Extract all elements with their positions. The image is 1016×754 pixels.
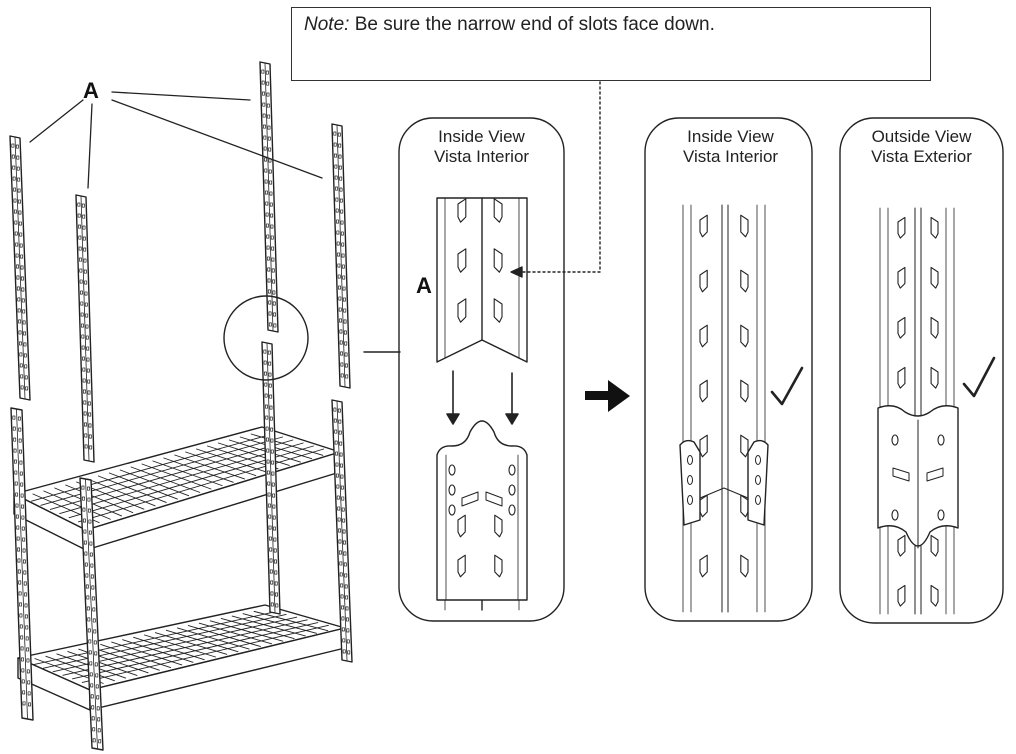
panel-2-title-en: Inside View	[687, 127, 774, 146]
note-prefix: Note:	[304, 14, 350, 35]
panel-2-title-es: Vista Interior	[682, 147, 779, 166]
note-text: Note: Be sure the narrow end of slots fa…	[304, 14, 715, 36]
panel-inside-view-1	[398, 117, 565, 622]
middle-shelf	[13, 426, 341, 551]
part-label-a-detail: A	[416, 273, 432, 298]
panel-2-title: Inside View Vista Interior	[647, 127, 814, 167]
panel-1-title: Inside View Vista Interior	[399, 127, 564, 167]
panel-inside-view-2	[644, 117, 813, 622]
panel-3-title-es: Vista Exterior	[871, 147, 972, 166]
panel-outside-view	[839, 117, 1004, 624]
panel-1-title-en: Inside View	[438, 127, 525, 146]
upright-posts	[9, 61, 353, 751]
label-leader-lines	[29, 91, 323, 189]
note-leader-arrowhead	[510, 266, 523, 278]
note-box: Note: Be sure the narrow end of slots fa…	[291, 7, 931, 81]
note-leader-dotted-line	[519, 81, 601, 273]
down-arrow-icon	[446, 370, 519, 425]
shelf-unit	[9, 61, 401, 751]
right-arrow-icon	[585, 380, 630, 412]
detail-callout-circle	[223, 295, 309, 381]
part-label-a-main: A	[83, 78, 99, 103]
note-body: Be sure the narrow end of slots face dow…	[349, 14, 715, 35]
panel-3-title: Outside View Vista Exterior	[840, 127, 1003, 167]
panel-3-title-en: Outside View	[871, 127, 972, 146]
panel-1-title-es: Vista Interior	[433, 147, 530, 166]
checkmark-icon	[770, 366, 804, 406]
bottom-shelf	[17, 604, 346, 711]
checkmark-icon	[962, 356, 996, 398]
